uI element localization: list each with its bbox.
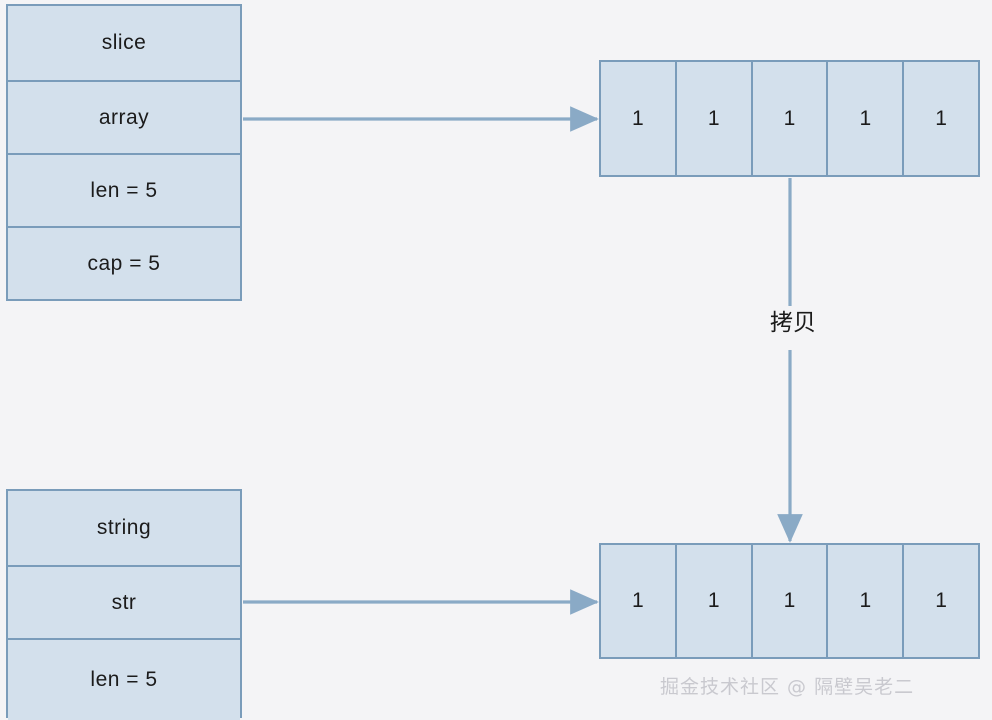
slice-struct-cell-array-label: array <box>98 105 150 129</box>
slice-struct-cell-array: array <box>8 82 240 155</box>
string-struct-cell-len-label: len = 5 <box>90 668 158 691</box>
string-struct-cell-str: str <box>8 567 240 640</box>
slice-struct-cell-len-label: len = 5 <box>90 178 158 202</box>
string-struct-cell-title-label: string <box>96 516 152 539</box>
string-backing-array: 1 1 1 1 1 <box>599 543 980 659</box>
slice-struct-cell-title: slice <box>8 6 240 82</box>
string-struct: string str len = 5 <box>6 489 242 720</box>
string-backing-array-cell: 1 <box>752 545 829 657</box>
string-backing-array-cell: 1 <box>904 545 978 657</box>
string-backing-array-cell-value: 1 <box>783 589 796 612</box>
string-backing-array-cell-value: 1 <box>632 589 644 612</box>
slice-backing-array-cell: 1 <box>904 62 978 175</box>
slice-backing-array-cell-value: 1 <box>632 106 644 130</box>
slice-backing-array-cell: 1 <box>828 62 905 175</box>
copy-edge-label: 拷贝 <box>764 308 822 338</box>
string-backing-array-cell: 1 <box>601 545 677 657</box>
slice-backing-array-cell: 1 <box>601 62 677 175</box>
slice-backing-array-cell: 1 <box>676 62 753 175</box>
slice-struct-cell-len: len = 5 <box>8 155 240 228</box>
string-backing-array-cell-value: 1 <box>935 589 947 612</box>
watermark: 掘金技术社区 @ 隔壁吴老二 <box>660 672 914 699</box>
copy-edge-label-text: 拷贝 <box>770 309 816 335</box>
slice-backing-array-cell: 1 <box>752 62 829 175</box>
slice-backing-array-cell-value: 1 <box>935 106 947 130</box>
string-struct-cell-len: len = 5 <box>8 640 240 720</box>
slice-struct-cell-cap-label: cap = 5 <box>87 251 161 275</box>
string-backing-array-cell: 1 <box>828 545 905 657</box>
slice-backing-array-cell-value: 1 <box>859 106 872 130</box>
slice-struct-cell-cap: cap = 5 <box>8 228 240 299</box>
slice-backing-array-cell-value: 1 <box>783 106 796 130</box>
watermark-text: 掘金技术社区 @ 隔壁吴老二 <box>660 676 915 698</box>
string-backing-array-cell: 1 <box>676 545 753 657</box>
slice-struct: slice array len = 5 cap = 5 <box>6 4 242 301</box>
string-struct-cell-str-label: str <box>111 590 137 614</box>
slice-backing-array-cell-value: 1 <box>707 106 720 130</box>
slice-backing-array: 1 1 1 1 1 <box>599 60 980 177</box>
slice-struct-cell-title-label: slice <box>101 31 147 54</box>
string-backing-array-cell-value: 1 <box>859 589 872 612</box>
string-backing-array-cell-value: 1 <box>707 589 720 612</box>
string-struct-cell-title: string <box>8 491 240 567</box>
